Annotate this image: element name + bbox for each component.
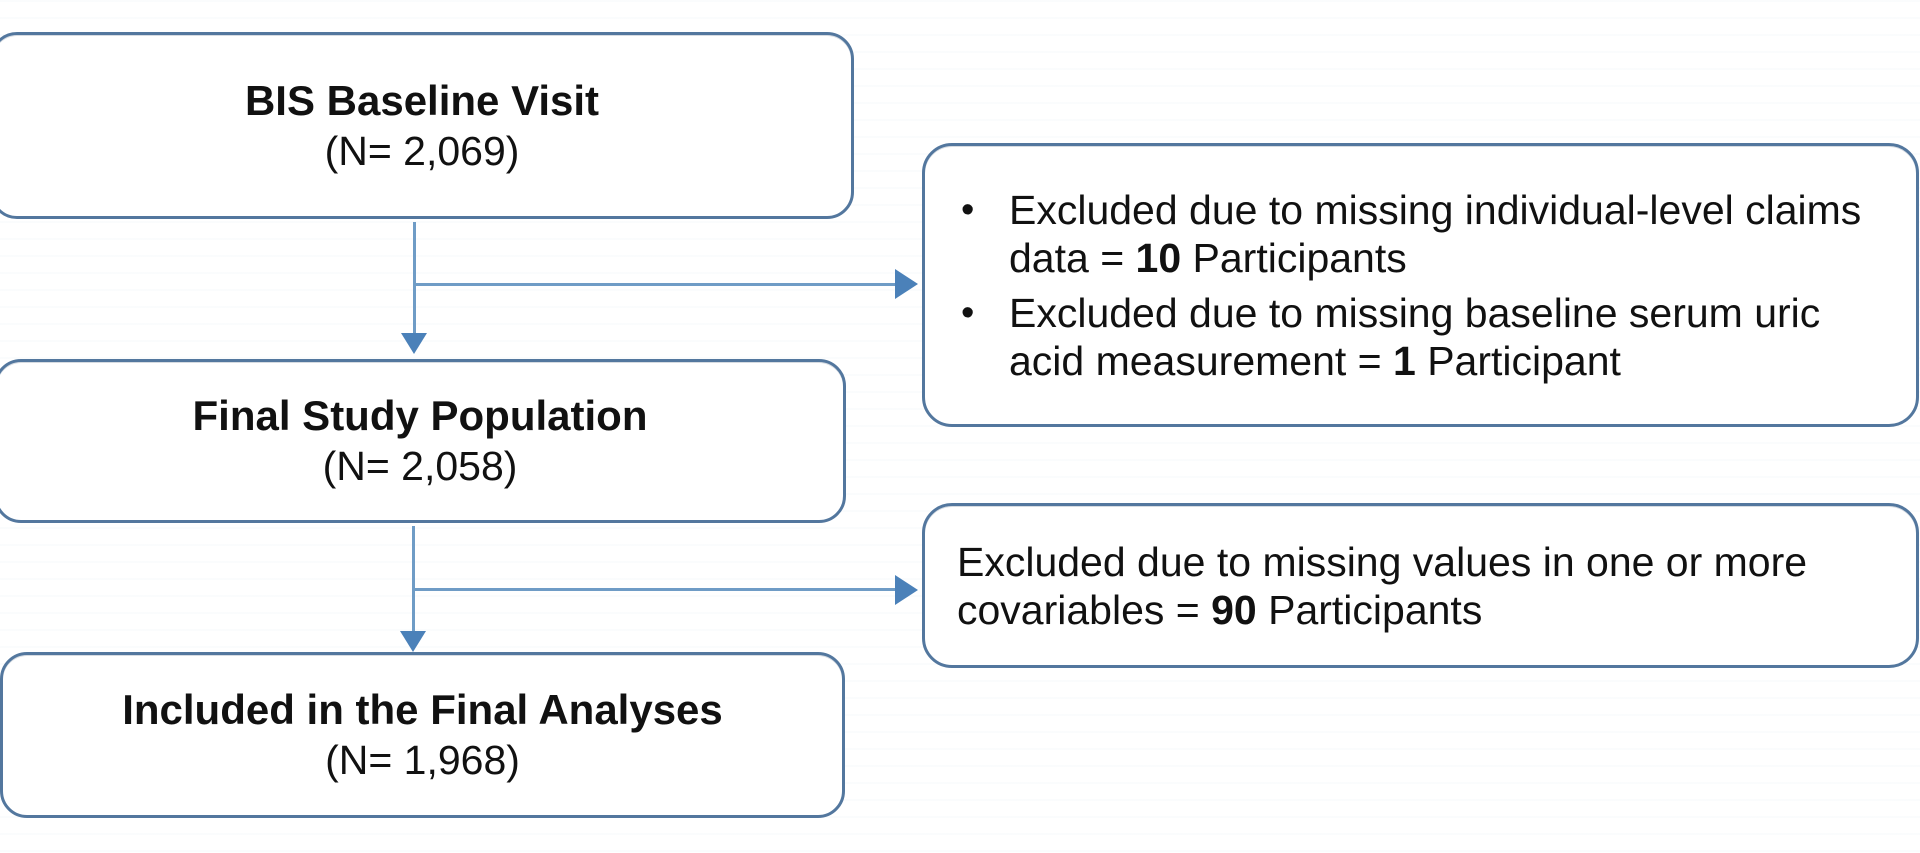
exclusion-text: Participants [1181, 234, 1407, 281]
exclusion-text: acid measurement = [1009, 337, 1393, 384]
box-final-study-population: Final Study Population (N= 2,058) [0, 359, 846, 523]
exclusion-item-line: Excluded due to missing individual-level… [1009, 186, 1862, 233]
box-included-final-analyses: Included in the Final Analyses (N= 1,968… [0, 652, 845, 818]
arrow-down-icon [400, 631, 426, 652]
exclusion-item-covariables: Excluded due to missing values in one or… [925, 538, 1916, 634]
excluded-count: 1 [1393, 337, 1416, 384]
box-bis-baseline-visit: BIS Baseline Visit (N= 2,069) [0, 32, 854, 219]
box-n-count: (N= 2,058) [322, 443, 518, 489]
exclusion-text: data = [1009, 234, 1136, 281]
arrow-down-icon [401, 333, 427, 354]
connector-vertical-1 [413, 222, 416, 334]
bullet-icon: • [961, 291, 975, 334]
box-title: Final Study Population [192, 392, 648, 439]
arrow-right-icon [895, 575, 918, 605]
exclusion-item-line: data = 10 Participants [1009, 234, 1916, 282]
exclusion-item-line: Excluded due to missing baseline serum u… [1009, 289, 1821, 336]
box-exclusion-claims-uric-acid: • Excluded due to missing individual-lev… [922, 143, 1919, 427]
exclusion-item-line: covariables = 90 Participants [957, 586, 1916, 634]
excluded-count: 90 [1211, 586, 1257, 633]
arrow-right-icon [895, 269, 918, 299]
connector-branch-1 [415, 283, 897, 286]
exclusion-text: Participant [1415, 337, 1621, 384]
exclusion-text: Participants [1256, 586, 1483, 633]
exclusion-item-uric-acid: • Excluded due to missing baseline serum… [925, 289, 1916, 385]
box-n-count: (N= 1,968) [325, 737, 520, 783]
box-title: Included in the Final Analyses [122, 686, 723, 733]
excluded-count: 10 [1135, 234, 1182, 281]
exclusion-item-claims: • Excluded due to missing individual-lev… [925, 186, 1916, 282]
exclusion-item-line: acid measurement = 1 Participant [1009, 337, 1916, 385]
connector-vertical-2 [412, 526, 415, 632]
exclusion-item-line: Excluded due to missing values in one or… [957, 538, 1808, 585]
bullet-icon: • [961, 188, 975, 231]
box-exclusion-covariables: Excluded due to missing values in one or… [922, 503, 1919, 668]
box-title: BIS Baseline Visit [244, 76, 600, 124]
exclusion-text: covariables = [957, 586, 1212, 633]
box-n-count: (N= 2,069) [324, 127, 520, 174]
connector-branch-2 [413, 588, 897, 591]
